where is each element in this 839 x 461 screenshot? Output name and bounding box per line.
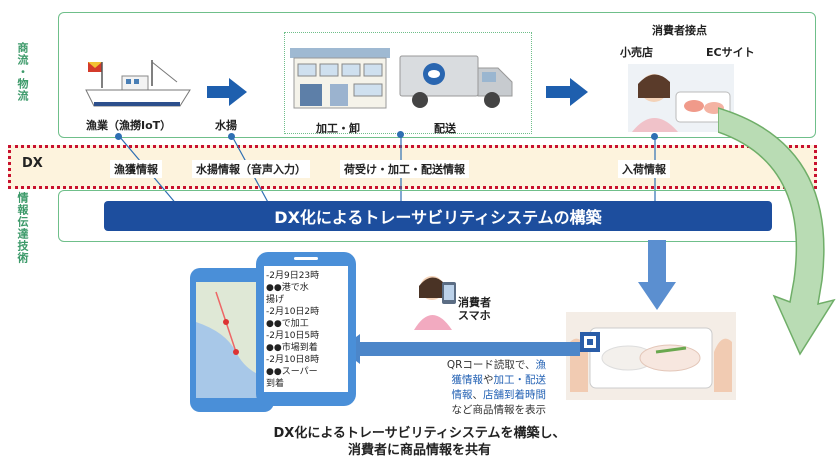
qr-desc-h2: 獲情報 — [451, 374, 484, 386]
system-title: DX化によるトレーサビリティシステムの構築 — [274, 208, 602, 227]
info-tech-label: 情報伝達技術 — [16, 192, 29, 264]
consumer-smartphone-icon — [414, 276, 456, 330]
delivery-info-tag: 荷受け・加工・配送情報 — [340, 160, 469, 178]
processing-building-icon — [290, 48, 390, 109]
qr-desc-h1: 漁 — [535, 359, 547, 371]
curved-green-arrow — [718, 107, 836, 356]
delivery-truck-icon — [399, 55, 513, 108]
system-title-bar: DX化によるトレーサビリティシステムの構築 — [104, 201, 772, 231]
commerce-flow-frame — [58, 12, 816, 138]
consumer-point-label: 消費者接点 — [652, 24, 707, 37]
timeline-line: 揚げ — [266, 295, 285, 305]
timeline-phone: -2月9日23時 ●●港で水 揚げ -2月10日2時 ●●で加工 -2月10日5… — [256, 252, 356, 406]
bottom-caption-line1: DX化によるトレーサビリティシステムを構築し、 — [273, 426, 566, 441]
qr-desc-h5: 店舗到着時間 — [483, 389, 546, 401]
consumer-phone-label: 消費者 スマホ — [458, 296, 491, 322]
consumer-phone-line1: 消費者 — [458, 296, 491, 309]
ec-site-label: ECサイト — [706, 46, 755, 59]
consumer-phone-line2: スマホ — [458, 309, 491, 322]
timeline-line: -2月10日8時 — [266, 355, 320, 365]
arrival-info-tag: 入荷情報 — [618, 160, 670, 178]
left-arrow — [340, 334, 580, 364]
qr-desc-p4: など商品情報を表示 — [451, 404, 547, 416]
connector-dot-fishing — [115, 133, 122, 140]
qr-desc-h4: 情報 — [451, 389, 473, 401]
delivery-label: 配送 — [434, 122, 456, 135]
timeline-line: ●●港で水 — [266, 283, 309, 293]
bottom-caption-line2: 消費者に商品情報を共有 — [347, 443, 491, 458]
consumer-shopping-icon — [628, 64, 734, 132]
qr-desc-h3: 加工・配送 — [493, 374, 547, 386]
landing-label: 水揚 — [215, 119, 237, 132]
retail-label: 小売店 — [620, 46, 653, 59]
timeline-line: -2月10日5時 — [266, 331, 320, 341]
dx-label: DX — [22, 156, 43, 171]
commerce-logistics-label: 商流・物流 — [16, 42, 29, 102]
timeline-line: -2月9日23時 — [266, 271, 320, 281]
timeline-line: 到着 — [266, 379, 285, 389]
processing-label: 加工・卸 — [316, 122, 360, 135]
down-arrow — [638, 240, 676, 310]
fishing-boat-icon — [85, 60, 191, 107]
qr-desc-p3: 、 — [472, 389, 484, 401]
qr-desc-p1: QRコード読取で、 — [446, 359, 536, 371]
connector-dot-consumer — [651, 133, 658, 140]
connector-dot-processing — [397, 131, 404, 138]
timeline-screen: -2月9日23時 ●●港で水 揚げ -2月10日2時 ●●で加工 -2月10日5… — [264, 266, 348, 392]
qr-desc-p2: や — [483, 374, 494, 386]
timeline-line: ●●で加工 — [266, 319, 309, 329]
product-qr-package — [566, 312, 736, 400]
flow-arrow-1 — [207, 78, 247, 106]
flow-arrow-2 — [546, 78, 588, 106]
processing-delivery-frame — [284, 32, 532, 134]
connector-dot-landing — [228, 133, 235, 140]
qr-description: QRコード読取で、漁 獲情報や加工・配送 情報、店舗到着時間 など商品情報を表示 — [396, 358, 546, 418]
timeline-line: -2月10日2時 — [266, 307, 320, 317]
landing-info-tag: 水揚情報（音声入力） — [192, 160, 310, 178]
fishing-label: 漁業（漁撈IoT） — [86, 119, 172, 132]
bottom-caption: DX化によるトレーサビリティシステムを構築し、 消費者に商品情報を共有 — [0, 425, 839, 459]
timeline-line: ●●スーパー — [266, 367, 318, 377]
timeline-line: ●●市場到着 — [266, 343, 318, 353]
catch-info-tag: 漁獲情報 — [110, 160, 162, 178]
timeline-phone-notch — [294, 257, 318, 260]
